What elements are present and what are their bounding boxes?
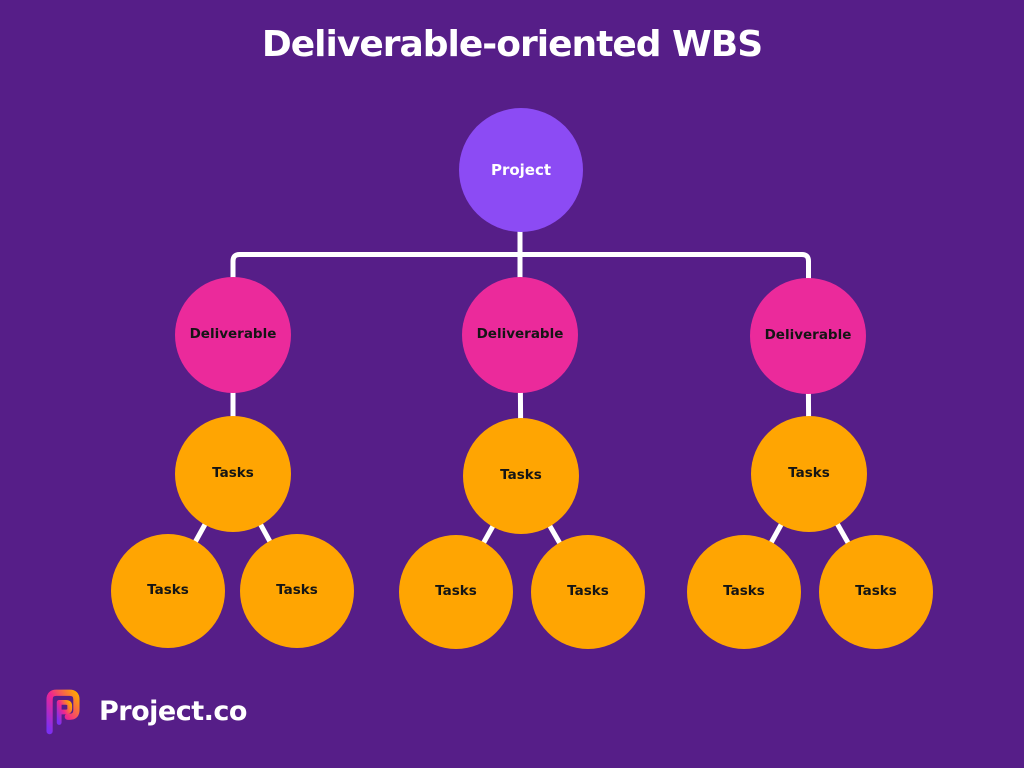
node-tasks-label: Tasks [212,465,254,482]
brand-name: Project.co [99,695,247,727]
node-deliverable-3: Deliverable [750,278,866,394]
node-project-label: Project [490,160,552,179]
node-deliverable-2: Deliverable [462,277,578,393]
project-co-p-icon [46,689,80,735]
node-subtask-2b: Tasks [531,535,645,649]
node-subtask-label: Tasks [276,582,318,599]
node-subtask-1a: Tasks [111,534,225,648]
node-subtask-1b: Tasks [240,534,354,648]
node-tasks-label: Tasks [500,467,542,484]
node-tasks-label: Tasks [788,465,830,482]
node-subtask-label: Tasks [435,583,477,600]
node-subtask-3a: Tasks [687,535,801,649]
node-subtask-label: Tasks [567,583,609,600]
node-subtask-label: Tasks [723,583,765,600]
page-title: Deliverable-oriented WBS [261,24,763,65]
connector-horizontal-bar [230,252,811,338]
node-tasks-1: Tasks [175,416,291,532]
brand-logo: Project.co [40,684,247,738]
node-deliverable-1: Deliverable [175,277,291,393]
node-deliverable-label: Deliverable [189,326,277,343]
node-project: Project [459,108,583,232]
node-subtask-label: Tasks [855,583,897,600]
node-tasks-2: Tasks [463,418,579,534]
node-subtask-3b: Tasks [819,535,933,649]
node-deliverable-label: Deliverable [476,326,564,343]
node-deliverable-label: Deliverable [764,327,852,344]
node-tasks-3: Tasks [751,416,867,532]
node-subtask-label: Tasks [147,582,189,599]
node-subtask-2a: Tasks [399,535,513,649]
